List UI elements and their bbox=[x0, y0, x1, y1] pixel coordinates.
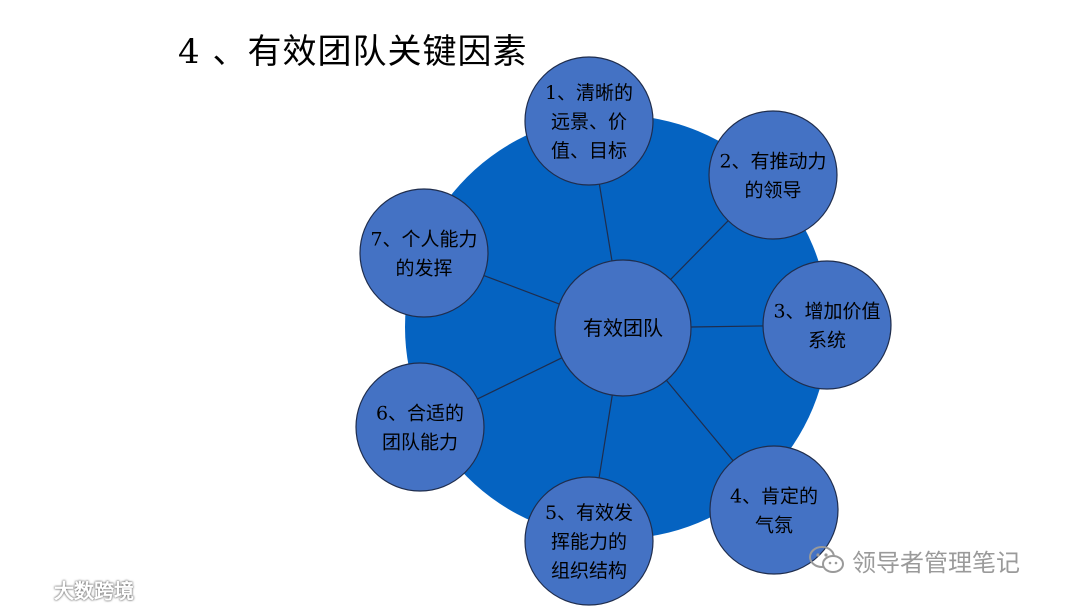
center-circle bbox=[554, 259, 692, 397]
connector-line bbox=[483, 275, 560, 305]
connector-line bbox=[670, 220, 729, 280]
corner-watermark-text: 大数跨境 bbox=[54, 578, 134, 603]
factor-label-line: 5、有效发 bbox=[545, 502, 633, 524]
connector-line bbox=[598, 395, 613, 478]
factor-label-line: 6、合适的 bbox=[376, 403, 464, 425]
slide-title: 4 、有效团队关键因素 bbox=[178, 32, 528, 72]
factor-circle bbox=[524, 56, 654, 186]
factor-circle bbox=[709, 445, 839, 575]
center-label: 有效团队 bbox=[583, 316, 663, 340]
factor-label-line: 4、肯定的 bbox=[730, 486, 818, 508]
connector-line bbox=[598, 184, 613, 261]
wechat-icon bbox=[809, 546, 844, 573]
factor-label-line: 3、增加价值 bbox=[773, 301, 880, 323]
logo-icon bbox=[11, 579, 48, 597]
factor-label-line: 系统 bbox=[808, 330, 846, 352]
corner-watermark: 大数跨境 bbox=[10, 576, 134, 603]
factor-label-line: 团队能力 bbox=[382, 432, 458, 454]
connector-line bbox=[477, 357, 563, 400]
factor-label-line: 2、有推动力 bbox=[719, 151, 826, 173]
factor-circle bbox=[524, 476, 654, 606]
connectors bbox=[477, 184, 764, 478]
factor-circle bbox=[762, 260, 892, 390]
factor-label-line: 1、清晰的 bbox=[545, 82, 633, 104]
factor-circle bbox=[708, 110, 838, 240]
wechat-watermark: 领导者管理笔记 bbox=[808, 544, 1020, 577]
factor-label-line: 7、个人能力 bbox=[370, 229, 477, 251]
factor-label-line: 的领导 bbox=[744, 180, 801, 202]
factor-circle bbox=[355, 362, 485, 492]
connector-line bbox=[690, 325, 764, 328]
factor-label-line: 组织结构 bbox=[551, 560, 627, 582]
factor-label-line: 远景、价 bbox=[551, 111, 627, 133]
factor-circle bbox=[359, 188, 489, 318]
center-node: 有效团队 bbox=[554, 259, 692, 397]
factor-label-line: 挥能力的 bbox=[551, 531, 627, 553]
factor-label-line: 的发挥 bbox=[395, 258, 452, 280]
wechat-watermark-text: 领导者管理笔记 bbox=[852, 548, 1020, 577]
connector-line bbox=[665, 379, 734, 462]
factor-label-line: 值、目标 bbox=[551, 140, 627, 162]
factor-label-line: 气氛 bbox=[755, 515, 793, 537]
